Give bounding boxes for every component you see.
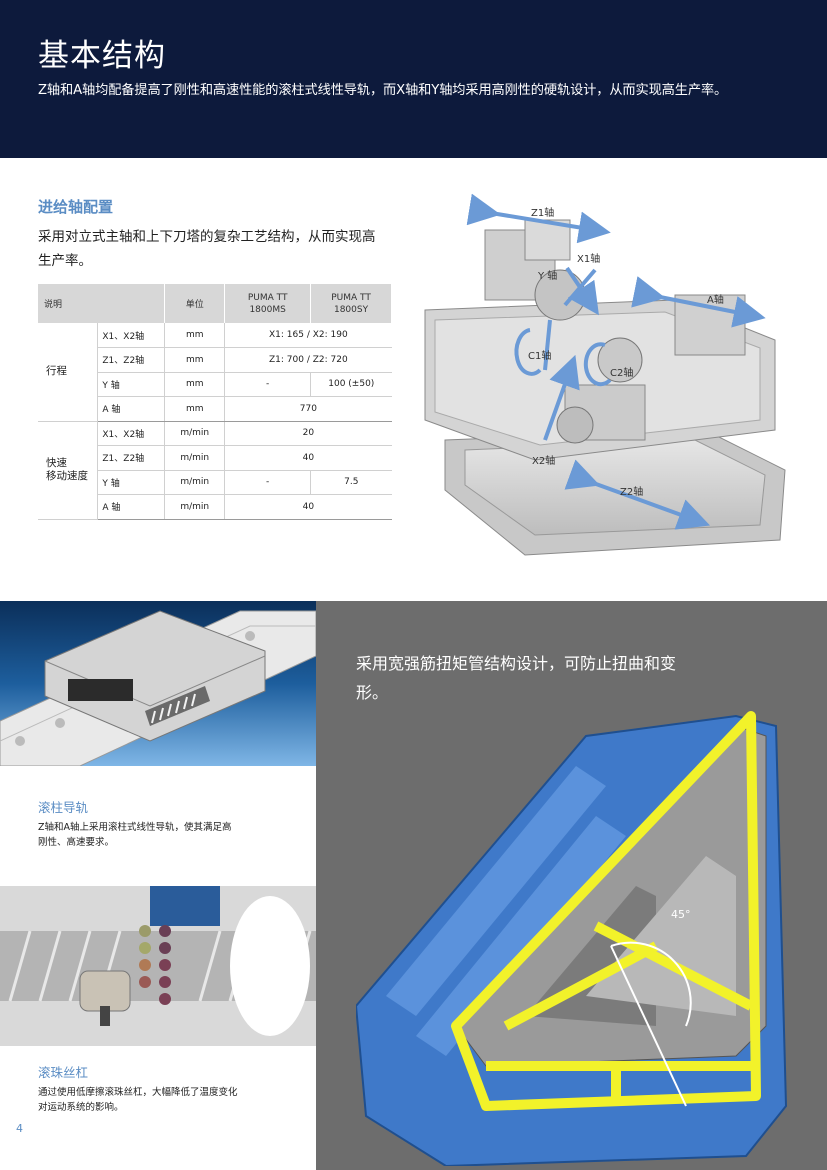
torque-tube-caption: 采用宽强筋扭矩管结构设计，可防止扭曲和变形。 [356,654,677,702]
feed-axis-text: 采用对立式主轴和上下刀塔的复杂工艺结构，从而实现高生产率。 [38,229,376,269]
axis-label-y: Y 轴 [538,271,558,282]
spec-table: 说明 单位 PUMA TT 1800MS PUMA TT 1800SY 行程 X… [38,284,392,520]
roller-guide-text: Z轴和A轴上采用滚柱式线性导轨，使其满足高刚性、高速要求。 [38,822,232,848]
page-number: 4 [16,1122,23,1135]
row-axis: Z1、Z2轴 [97,347,166,373]
row-value: Z1: 700 / Z2: 720 [224,347,392,373]
axis-label-c2: C2轴 [610,368,634,379]
table-row: A 轴 mm 770 [38,396,392,422]
feed-axis-title: 进给轴配置 [38,198,114,216]
roller-guide-image [0,601,317,767]
header-description: 说明 [38,284,166,323]
row-value-sy: 100 (±50) [310,372,392,397]
ball-screw-text: 通过使用低摩擦滚珠丝杠，大幅降低了温度变化对运动系统的影响。 [38,1087,238,1113]
table-row: Y 轴 m/min - 7.5 [38,470,392,495]
row-axis: A 轴 [97,494,166,520]
group-travel: 行程 [38,323,99,422]
axis-label-x2: X2轴 [532,456,556,467]
page-subtitle: Z轴和A轴均配备提高了刚性和高速性能的滚柱式线性导轨，而X轴和Y轴均采用高刚性的… [38,83,728,98]
row-unit: mm [164,323,226,348]
group-rapid: 快速 移动速度 [38,421,99,520]
torque-tube-image: 45° [354,696,826,1168]
row-value-ms: - [224,372,312,397]
row-axis: Y 轴 [97,470,166,495]
torque-tube-panel: 采用宽强筋扭矩管结构设计，可防止扭曲和变形。 45° [316,601,827,1170]
header-model-ms: PUMA TT 1800MS [224,284,312,323]
angle-label: 45° [671,908,691,921]
row-axis: A 轴 [97,396,166,422]
axis-label-z1: Z1轴 [531,208,555,219]
row-value: 40 [224,494,392,520]
table-row: Z1、Z2轴 mm Z1: 700 / Z2: 720 [38,347,392,373]
row-unit: m/min [164,421,226,446]
row-axis: Y 轴 [97,372,166,397]
axis-label-a: A轴 [707,295,724,306]
axis-label-c1: C1轴 [528,351,552,362]
table-row: A 轴 m/min 40 [38,494,392,520]
ball-screw-image [0,886,316,1046]
axis-label-x1: X1轴 [577,254,601,265]
row-value-sy: 7.5 [310,470,392,495]
row-value-ms: - [224,470,312,495]
row-value: 770 [224,396,392,422]
machine-drawing [424,193,786,556]
machine-axis-illustration: Z1轴 X1轴 Y 轴 A轴 C1轴 C2轴 X2轴 Z2轴 [405,190,815,580]
row-value: 20 [224,421,392,446]
row-unit: m/min [164,494,226,520]
row-unit: m/min [164,470,226,495]
table-row: Y 轴 mm - 100 (±50) [38,372,392,397]
page-header: 基本结构 Z轴和A轴均配备提高了刚性和高速性能的滚柱式线性导轨，而X轴和Y轴均采… [0,0,827,158]
row-axis: X1、X2轴 [97,421,166,446]
page-title: 基本结构 [38,38,166,74]
table-row: 快速 移动速度 X1、X2轴 m/min 20 [38,421,392,520]
row-unit: mm [164,347,226,373]
ball-screw-drawing [0,886,316,1046]
table-row: 行程 X1、X2轴 mm X1: 165 / X2: 190 [38,323,392,422]
header-unit: 单位 [164,284,226,323]
row-axis: Z1、Z2轴 [97,445,166,471]
spec-table-header: 说明 单位 PUMA TT 1800MS PUMA TT 1800SY [38,284,392,323]
header-model-sy: PUMA TT 1800SY [310,284,392,323]
ball-screw-title: 滚珠丝杠 [38,1065,89,1080]
table-row: Z1、Z2轴 m/min 40 [38,445,392,471]
row-axis: X1、X2轴 [97,323,166,348]
row-unit: m/min [164,445,226,471]
row-value: X1: 165 / X2: 190 [224,323,392,348]
axis-label-z2: Z2轴 [620,487,644,498]
row-value: 40 [224,445,392,471]
torque-tube-drawing [354,711,788,1168]
row-unit: mm [164,396,226,422]
row-unit: mm [164,372,226,397]
roller-guide-drawing [0,601,317,767]
roller-guide-title: 滚柱导轨 [38,800,89,815]
